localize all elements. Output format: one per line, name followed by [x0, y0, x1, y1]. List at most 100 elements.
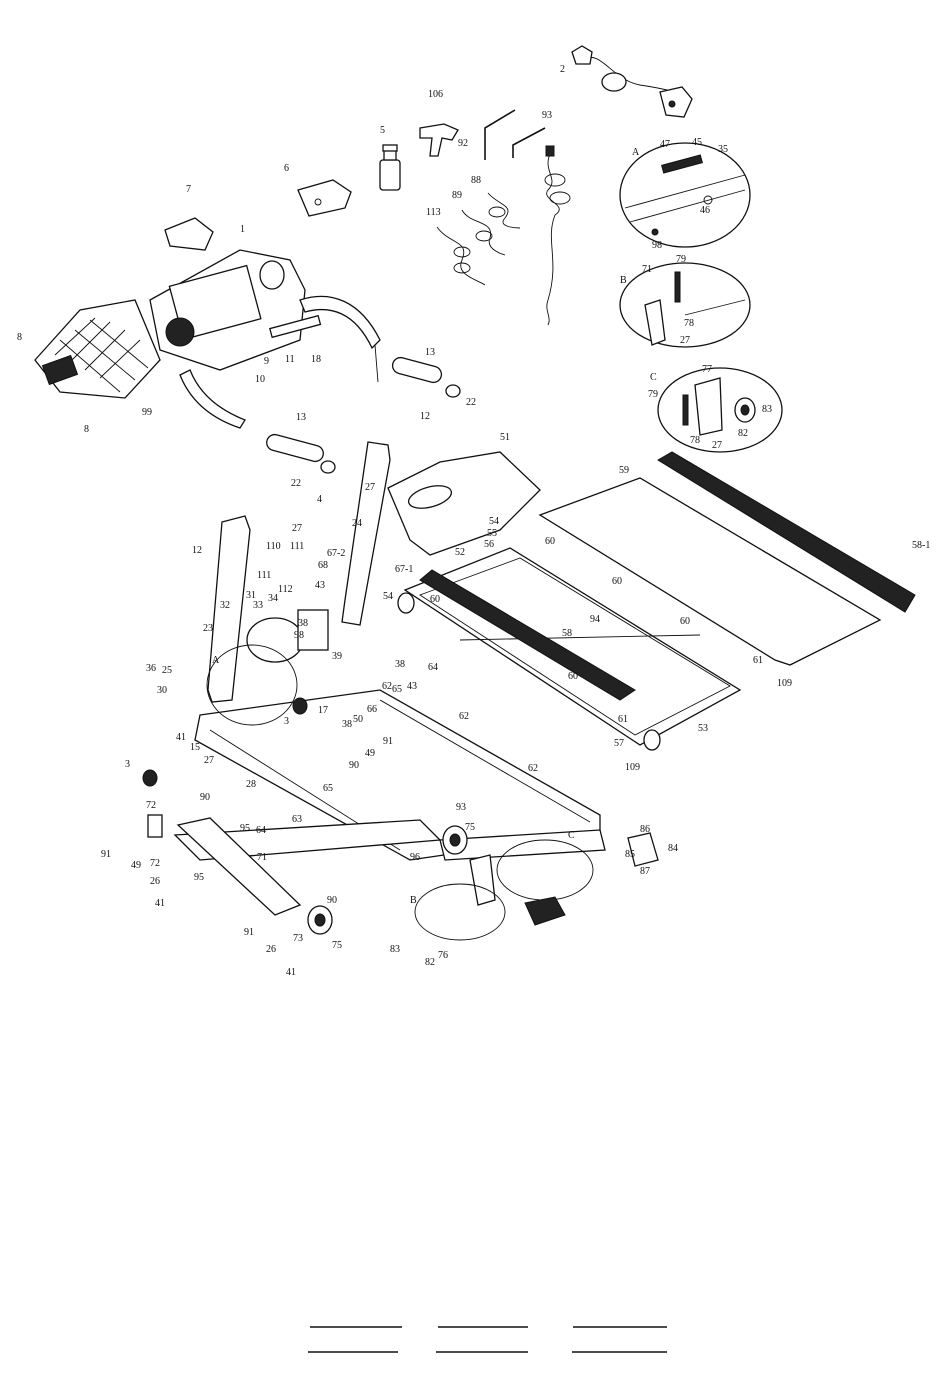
callout-22: 22	[466, 397, 476, 408]
callout-6: 6	[284, 163, 289, 174]
callout-111: 111	[257, 570, 271, 581]
callout-62: 62	[459, 711, 469, 722]
detail-b-letter: B	[620, 275, 627, 286]
callout-13: 13	[425, 347, 435, 358]
callout-3: 3	[125, 759, 130, 770]
callout-110: 110	[266, 541, 281, 552]
callout-23: 23	[203, 623, 213, 634]
callout-41: 41	[286, 967, 296, 978]
callout-98: 98	[294, 630, 304, 641]
callout-36: 36	[146, 663, 156, 674]
callout-109: 109	[625, 762, 640, 773]
callout-A: A	[212, 655, 220, 666]
callout-33: 33	[253, 600, 263, 611]
callout-85: 85	[625, 849, 635, 860]
callout-13: 13	[296, 412, 306, 423]
detail-a-callout-47: 47	[660, 139, 670, 150]
callout-27: 27	[292, 523, 302, 534]
foam-grip-part-upper	[391, 356, 461, 398]
callout-86: 86	[640, 824, 650, 835]
callout-90: 90	[200, 792, 210, 803]
detail-b-callout-71: 71	[642, 264, 652, 275]
callout-75: 75	[332, 940, 342, 951]
callout-11: 11	[285, 354, 295, 365]
callout-90: 90	[327, 895, 337, 906]
callout-C: C	[568, 830, 575, 841]
callout-106: 106	[428, 89, 443, 100]
rear-roller-part	[643, 729, 661, 751]
callout-1: 1	[240, 224, 245, 235]
upright-right-part	[341, 441, 391, 626]
detail-marker-a	[206, 644, 298, 726]
callout-10: 10	[255, 374, 265, 385]
running-deck-part	[538, 477, 882, 666]
callout-99: 99	[142, 407, 152, 418]
callout-34: 34	[268, 593, 278, 604]
end-cap-part-72	[147, 814, 163, 838]
callout-66: 66	[367, 704, 377, 715]
callout-91: 91	[383, 736, 393, 747]
callout-27: 27	[204, 755, 214, 766]
callout-41: 41	[176, 732, 186, 743]
callout-32: 32	[220, 600, 230, 611]
callout-18: 18	[311, 354, 321, 365]
callout-58-1: 58-1	[912, 540, 930, 551]
callout-88: 88	[471, 175, 481, 186]
motor-hood-part	[387, 451, 541, 556]
callout-57: 57	[614, 738, 624, 749]
callout-38: 38	[298, 618, 308, 629]
callout-2: 2	[560, 64, 565, 75]
callout-84: 84	[668, 843, 678, 854]
callout-64: 64	[256, 825, 266, 836]
power-cord-part	[544, 145, 571, 326]
detail-c-callout-79: 79	[648, 389, 658, 400]
callout-113: 113	[426, 207, 441, 218]
callout-28: 28	[246, 779, 256, 790]
callout-39: 39	[332, 651, 342, 662]
bracket-part-106	[419, 123, 459, 157]
callout-72: 72	[150, 858, 160, 869]
callout-26: 26	[266, 944, 276, 955]
detail-marker-b	[414, 883, 506, 941]
walking-belt-part-58-1	[657, 451, 916, 613]
foot-part	[142, 697, 308, 787]
signature-lines	[308, 1326, 667, 1353]
hex-key-part-93	[512, 127, 546, 158]
callout-68: 68	[318, 560, 328, 571]
callout-67-2: 67-2	[327, 548, 345, 559]
callout-43: 43	[315, 580, 325, 591]
detail-b-callout-27: 27	[680, 335, 690, 346]
callout-38: 38	[395, 659, 405, 670]
callout-94: 94	[590, 614, 600, 625]
callout-61: 61	[753, 655, 763, 666]
callout-71: 71	[257, 852, 267, 863]
callout-60: 60	[612, 576, 622, 587]
callout-95: 95	[194, 872, 204, 883]
callout-49: 49	[131, 860, 141, 871]
callout-B: B	[410, 895, 417, 906]
callout-83: 83	[390, 944, 400, 955]
detail-circle-a	[619, 142, 751, 248]
detail-a-callout-46: 46	[700, 205, 710, 216]
cord-holder-part	[627, 832, 659, 867]
callout-62: 62	[528, 763, 538, 774]
callout-38: 38	[342, 719, 352, 730]
callout-60: 60	[430, 594, 440, 605]
callout-8: 8	[84, 424, 89, 435]
callout-75: 75	[465, 822, 475, 833]
callout-62: 62	[382, 681, 392, 692]
front-roller-part	[397, 592, 415, 614]
detail-c-callout-77: 77	[702, 364, 712, 375]
callout-55: 55	[487, 528, 497, 539]
callout-58: 58	[562, 628, 572, 639]
callout-65: 65	[323, 783, 333, 794]
callout-111: 111	[290, 541, 304, 552]
callout-50: 50	[353, 714, 363, 725]
callout-93: 93	[542, 110, 552, 121]
callout-109: 109	[777, 678, 792, 689]
wheel-part-front	[442, 825, 468, 855]
walking-belt-part-58	[419, 569, 636, 701]
callout-41: 41	[155, 898, 165, 909]
